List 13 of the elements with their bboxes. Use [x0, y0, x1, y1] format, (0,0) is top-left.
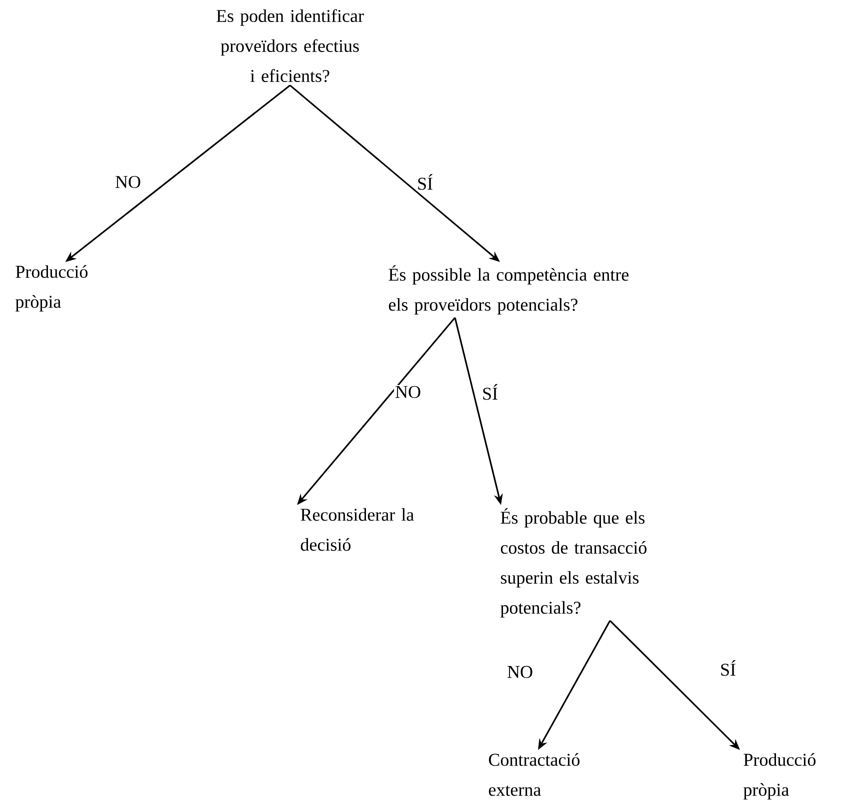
question-text: Contractació externa	[488, 753, 580, 796]
question-text: És probable que els costos de transacció superin els estalvis potencials?	[500, 508, 646, 618]
question-text: Es poden identificar proveïdors efectius i eficients?	[216, 9, 364, 82]
edge-label: NO	[506, 664, 534, 680]
edge-label: NO	[114, 174, 142, 190]
edge-label: SÍ	[416, 173, 434, 191]
question-text: Producció pròpia	[743, 753, 816, 800]
question-text: Producció pròpia	[16, 265, 88, 312]
question-text: Reconsiderar la decisió	[300, 508, 414, 551]
edge-label: NO	[394, 384, 422, 400]
edge-label: SÍ	[719, 659, 737, 677]
edge-label: SÍ	[481, 383, 499, 401]
question-text: És possible la competència entre els proveïdors potencials?	[388, 265, 629, 314]
